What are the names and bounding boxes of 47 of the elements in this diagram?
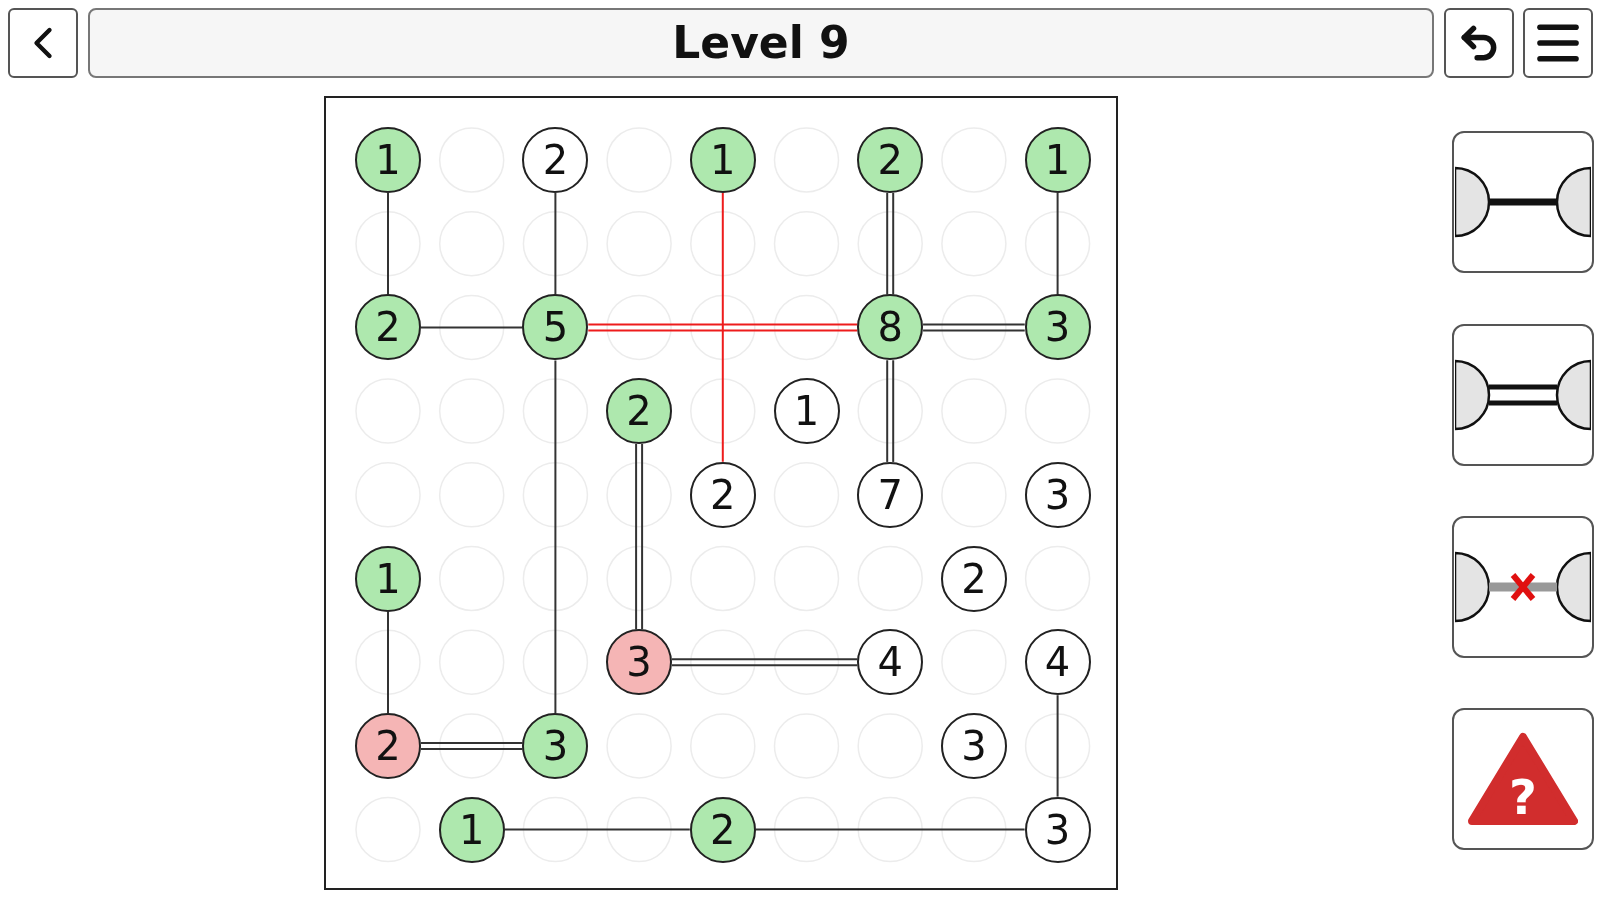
bridge-line [1056, 192, 1059, 296]
bridge-line [503, 828, 691, 831]
bridge-line [420, 326, 524, 329]
title: Level 9 [672, 16, 850, 70]
island-number: 3 [1044, 307, 1071, 348]
bridge-line [1056, 694, 1059, 798]
bridge-line [886, 359, 889, 463]
island-number: 2 [961, 558, 987, 599]
island-number: 1 [375, 558, 401, 599]
bridge-line [587, 329, 859, 332]
island-number: 1 [458, 809, 485, 850]
bridge-line [922, 329, 1026, 332]
island-number: 2 [710, 809, 736, 850]
bridge-line [886, 191, 889, 296]
island-number: 3 [1044, 474, 1071, 515]
island-number: 1 [375, 140, 401, 180]
bridge-line [721, 192, 724, 463]
island-number: 4 [877, 642, 903, 683]
island-number: 7 [877, 474, 903, 515]
bridge-line [641, 442, 644, 631]
bridge-line [892, 191, 895, 296]
island-number: 2 [710, 474, 736, 515]
bridge-line [387, 192, 389, 296]
island-number: 2 [375, 725, 401, 766]
bridge-line [554, 192, 557, 296]
island-number: 3 [1044, 809, 1071, 850]
bridge-line [892, 359, 895, 463]
island-number: 3 [542, 725, 569, 766]
island-number: 4 [1044, 642, 1071, 683]
island-number: 2 [375, 307, 401, 348]
island-number: 3 [961, 725, 987, 766]
bridge-line [387, 610, 389, 714]
island-number: 1 [710, 140, 736, 180]
bridge-line [554, 359, 557, 714]
bridge-line [754, 828, 1026, 831]
island-number: 1 [793, 391, 820, 432]
island-number: 5 [542, 307, 569, 348]
bridge-line [635, 442, 638, 631]
island-number: 2 [542, 140, 569, 180]
island-number: 2 [626, 391, 652, 432]
bridge-line [922, 323, 1026, 326]
island-number: 8 [877, 307, 903, 348]
island-number: 2 [877, 140, 903, 180]
island-number: 3 [626, 642, 652, 683]
island-number: 1 [1044, 140, 1071, 180]
bridge-line [587, 323, 859, 326]
question-mark: ? [1509, 773, 1537, 821]
